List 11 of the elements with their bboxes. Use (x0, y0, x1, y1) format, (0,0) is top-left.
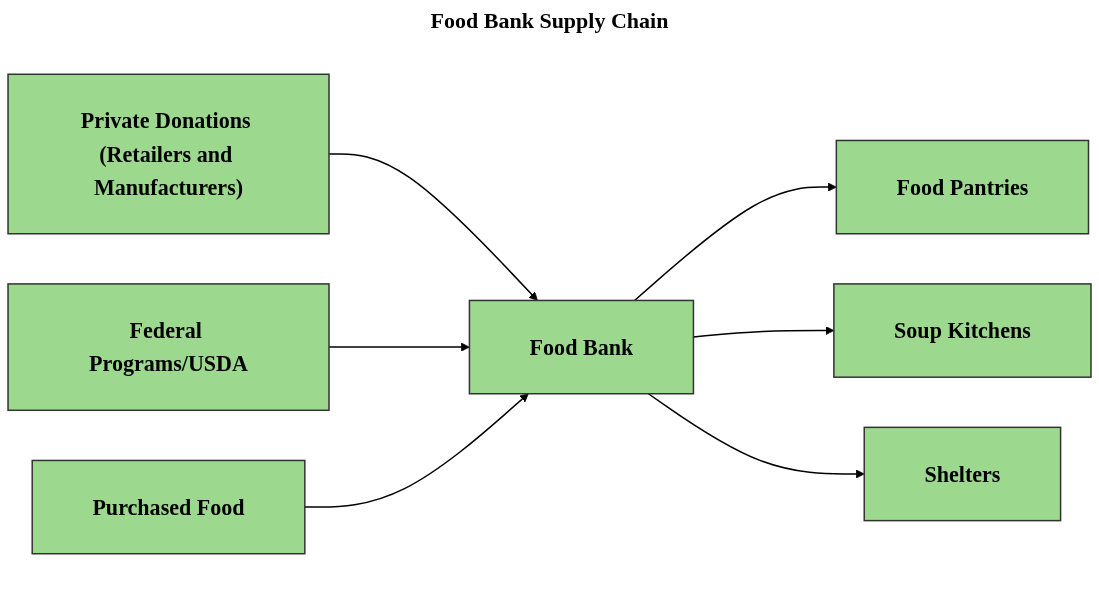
node-box: Purchased Food (31, 459, 306, 555)
node-box: Food Pantries (835, 139, 1090, 235)
diagram-title: Food Bank Supply Chain (430, 8, 669, 34)
node-box: Food Bank (468, 299, 695, 395)
node-box: Federal Programs/USDA (7, 283, 330, 412)
node-box: Soup Kitchens (833, 283, 1092, 378)
node-box: Private Donations (Retailers and Manufacturers) (7, 73, 330, 235)
arrow (304, 393, 529, 508)
arrow (633, 182, 837, 302)
node-box: Shelters (863, 426, 1062, 522)
arrow (647, 393, 865, 479)
